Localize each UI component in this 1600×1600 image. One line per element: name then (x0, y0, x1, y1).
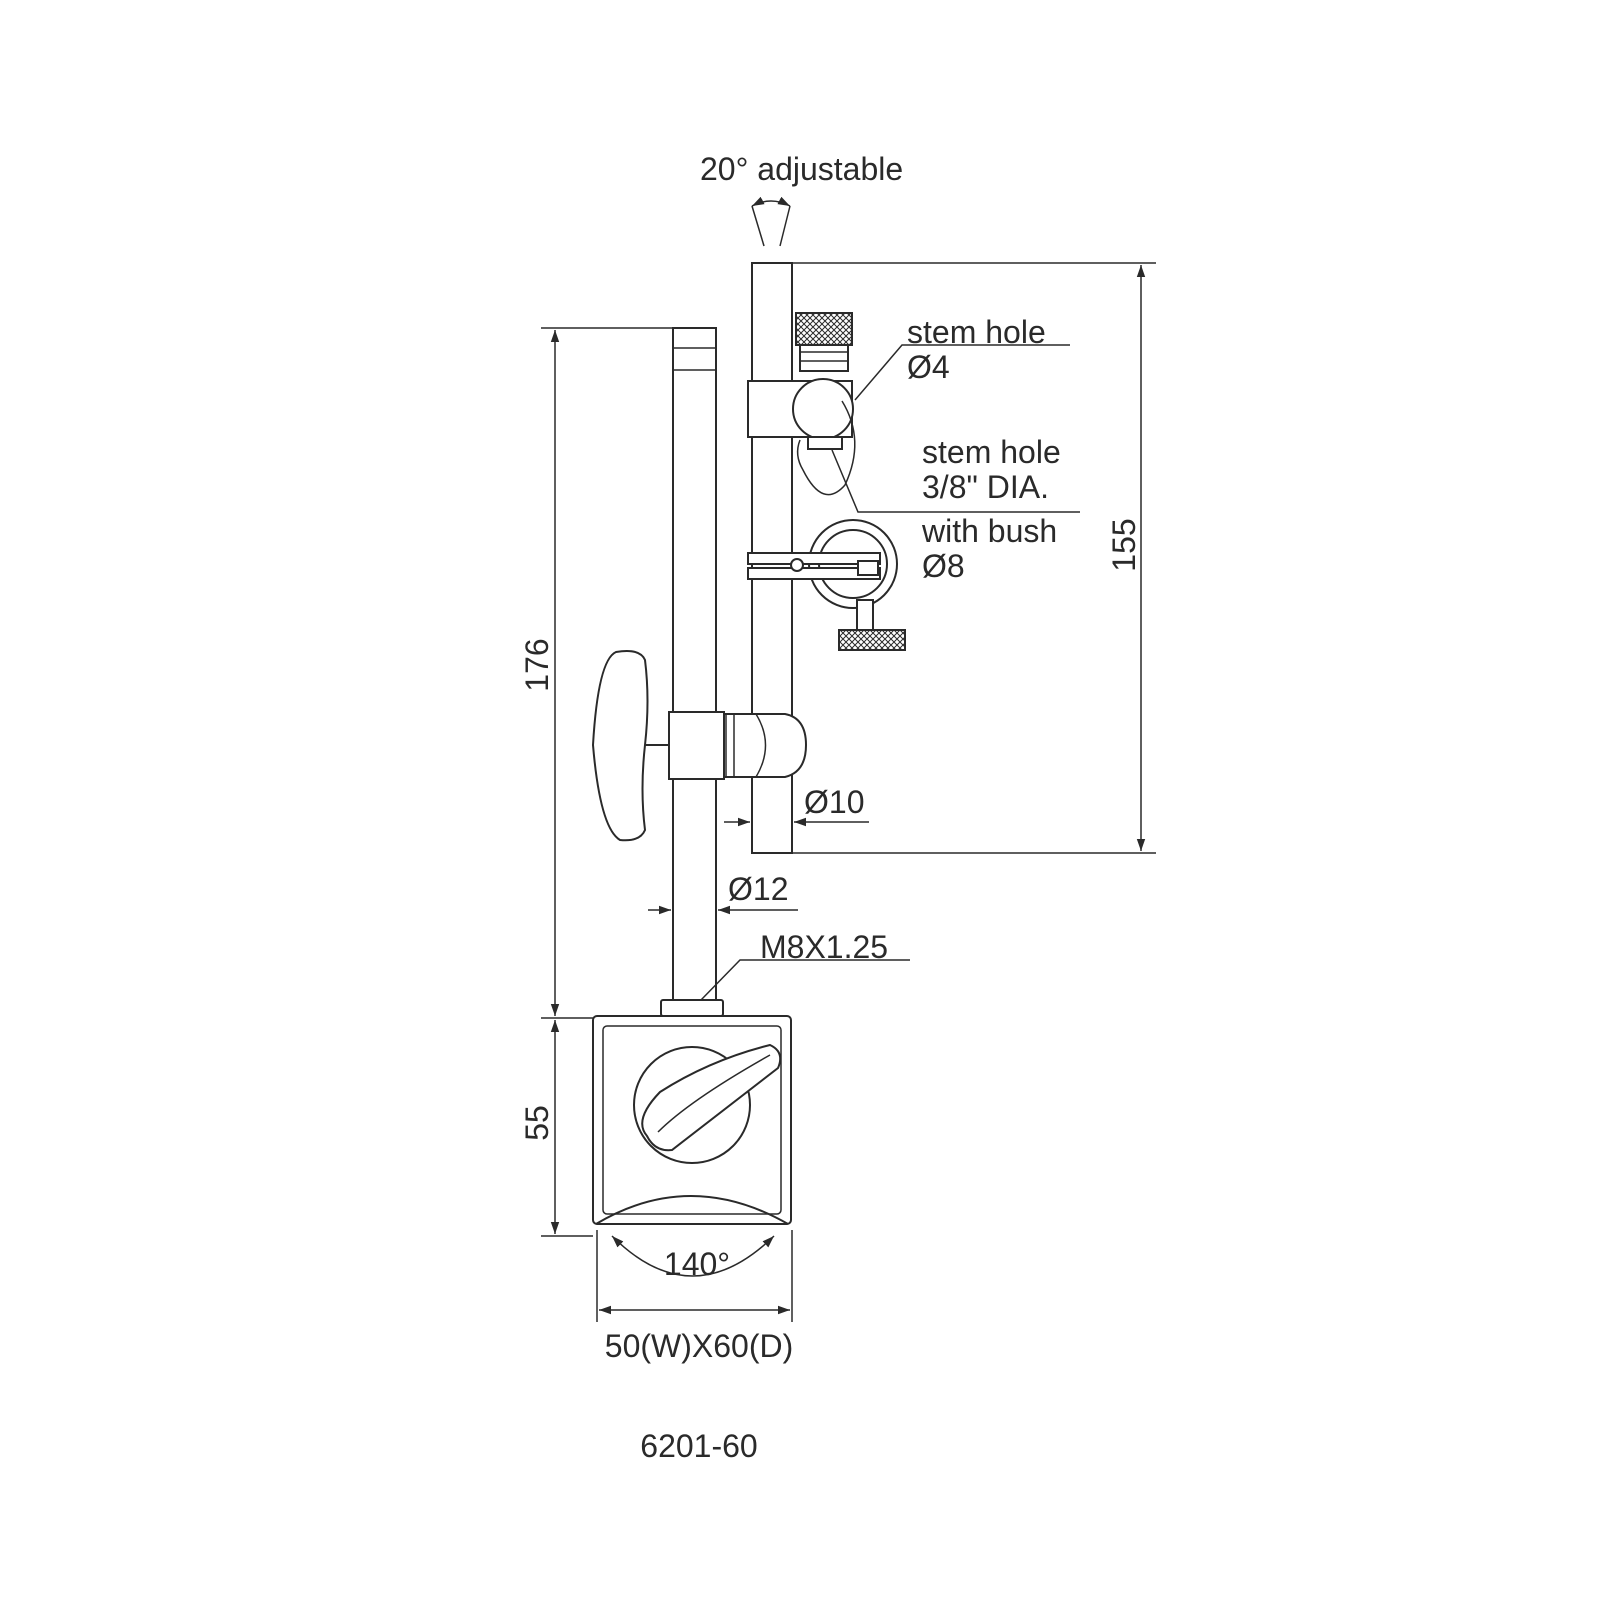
clamp-block (591, 650, 808, 842)
total-height-label: 176 (519, 638, 555, 691)
adjust-angle-label: 20° adjustable (700, 151, 903, 187)
base-size-label: 50(W)X60(D) (605, 1328, 793, 1364)
fine-rod-length-dimension (792, 262, 1156, 854)
base-height-label: 55 (519, 1105, 555, 1141)
model-number: 6201-60 (640, 1428, 757, 1464)
adjust-angle-dimension (751, 196, 791, 247)
base-height-dimension (541, 1020, 593, 1237)
total-height-dimension (541, 327, 673, 1019)
thread-label: M8X1.25 (760, 929, 888, 965)
main-rod (672, 327, 717, 1001)
base-width-dimension (596, 1230, 793, 1322)
leaders (700, 344, 1080, 1001)
bush-title: with bush (921, 513, 1057, 549)
thread-boss (660, 999, 724, 1017)
vee-angle-label: 140° (664, 1246, 730, 1282)
stem-hole-1-title: stem hole (907, 314, 1046, 350)
lower-holder (747, 519, 906, 651)
bush-size: Ø8 (922, 548, 965, 584)
stem-hole-1-size: Ø4 (907, 349, 950, 385)
fine-rod-dia-label: Ø10 (804, 784, 864, 820)
fine-rod-length-label: 155 (1106, 518, 1142, 571)
upper-holder (747, 312, 856, 496)
stem-hole-2-title: stem hole (922, 434, 1061, 470)
stem-hole-2-size: 3/8" DIA. (922, 469, 1049, 505)
main-rod-dia-label: Ø12 (728, 871, 788, 907)
switch-knob (633, 1043, 782, 1164)
vee-angle-dimension (611, 1235, 775, 1277)
